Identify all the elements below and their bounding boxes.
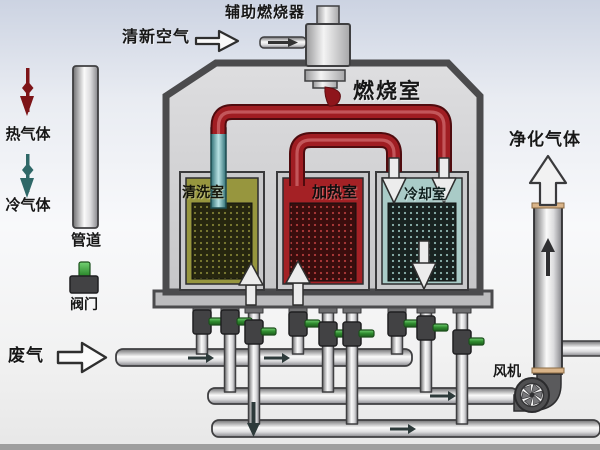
- legend: [20, 65, 99, 294]
- valve: [288, 311, 321, 337]
- chamber-valve-pipes: [188, 305, 485, 437]
- valve: [452, 329, 485, 355]
- cooling-chamber-label: 冷却室: [404, 186, 446, 202]
- fan-and-stack: [513, 154, 568, 413]
- flame-icon: [324, 86, 341, 107]
- flow-arrow-right-icon: [430, 391, 456, 401]
- legend-pipe-label: 管道: [70, 232, 101, 249]
- valve: [342, 321, 375, 347]
- bottom-pipe-network: [115, 340, 600, 438]
- purified-gas-label: 净化气体: [509, 130, 581, 149]
- flow-arrow-down-icon: [247, 402, 260, 437]
- valve-row: [192, 309, 485, 355]
- flow-arrow-right-icon: [390, 424, 416, 434]
- cleaning-chamber-label: 清洗室: [182, 184, 224, 200]
- valve: [416, 315, 449, 341]
- combustion-chamber-label: 燃烧室: [353, 80, 422, 103]
- hot-gas-pipe-outer: [210, 104, 452, 172]
- flow-arrow-right-icon: [188, 353, 214, 363]
- vertical-pipe: [321, 305, 335, 393]
- legend-hot-gas-label: 热气体: [5, 126, 51, 143]
- valve: [244, 319, 277, 345]
- stack-flow-up-icon: [541, 238, 555, 276]
- fresh-air-arrow-icon: [194, 29, 240, 53]
- waste-gas-arrow-icon: [56, 341, 108, 374]
- stack-bottom-rim: [531, 367, 565, 374]
- photo-bottom-strip: [0, 444, 600, 450]
- waste-gas-label: 废气: [8, 346, 44, 365]
- heating-chamber-label: 加热室: [312, 184, 358, 201]
- valve: [192, 309, 225, 335]
- up-arrow-cleaning-icon: [238, 262, 264, 306]
- legend-cold-gas-label: 冷气体: [5, 197, 51, 214]
- hot-gas-pipe-inner: [289, 132, 402, 186]
- hot-gas-down-arrow-icon: [20, 68, 34, 116]
- valve: [387, 311, 420, 337]
- aux-burner-label: 辅助燃烧器: [225, 4, 306, 21]
- up-arrow-heating-icon: [285, 260, 311, 306]
- oxidizer-vessel: [152, 59, 494, 309]
- down-arrow-cooling-icon: [411, 240, 437, 290]
- valve-sample-icon: [69, 261, 99, 294]
- burner-top-cylinder: [316, 5, 340, 25]
- down-arrow-into-cooling-icon: [431, 157, 457, 204]
- fresh-air-label: 清新空气: [122, 29, 191, 46]
- flow-arrows: [188, 353, 456, 437]
- burner-nozzle: [304, 69, 346, 82]
- burner-body: [305, 23, 351, 67]
- legend-valve-label: 阀门: [70, 296, 98, 312]
- flow-arrow-right-icon: [264, 353, 290, 363]
- fan-label: 风机: [493, 363, 521, 379]
- auxiliary-burner: [259, 5, 351, 107]
- heat-media-bed: [191, 202, 253, 280]
- exhaust-stack: [533, 205, 563, 375]
- down-arrow-into-cooling-icon: [381, 157, 407, 204]
- cold-gas-down-arrow-icon: [20, 154, 34, 198]
- inlet-flow-arrow-icon: [268, 38, 298, 47]
- pipe-sample-icon: [72, 65, 99, 229]
- purified-gas-arrow-icon: [528, 154, 568, 207]
- vertical-pipe: [455, 305, 469, 425]
- fan-wheel: [514, 377, 550, 413]
